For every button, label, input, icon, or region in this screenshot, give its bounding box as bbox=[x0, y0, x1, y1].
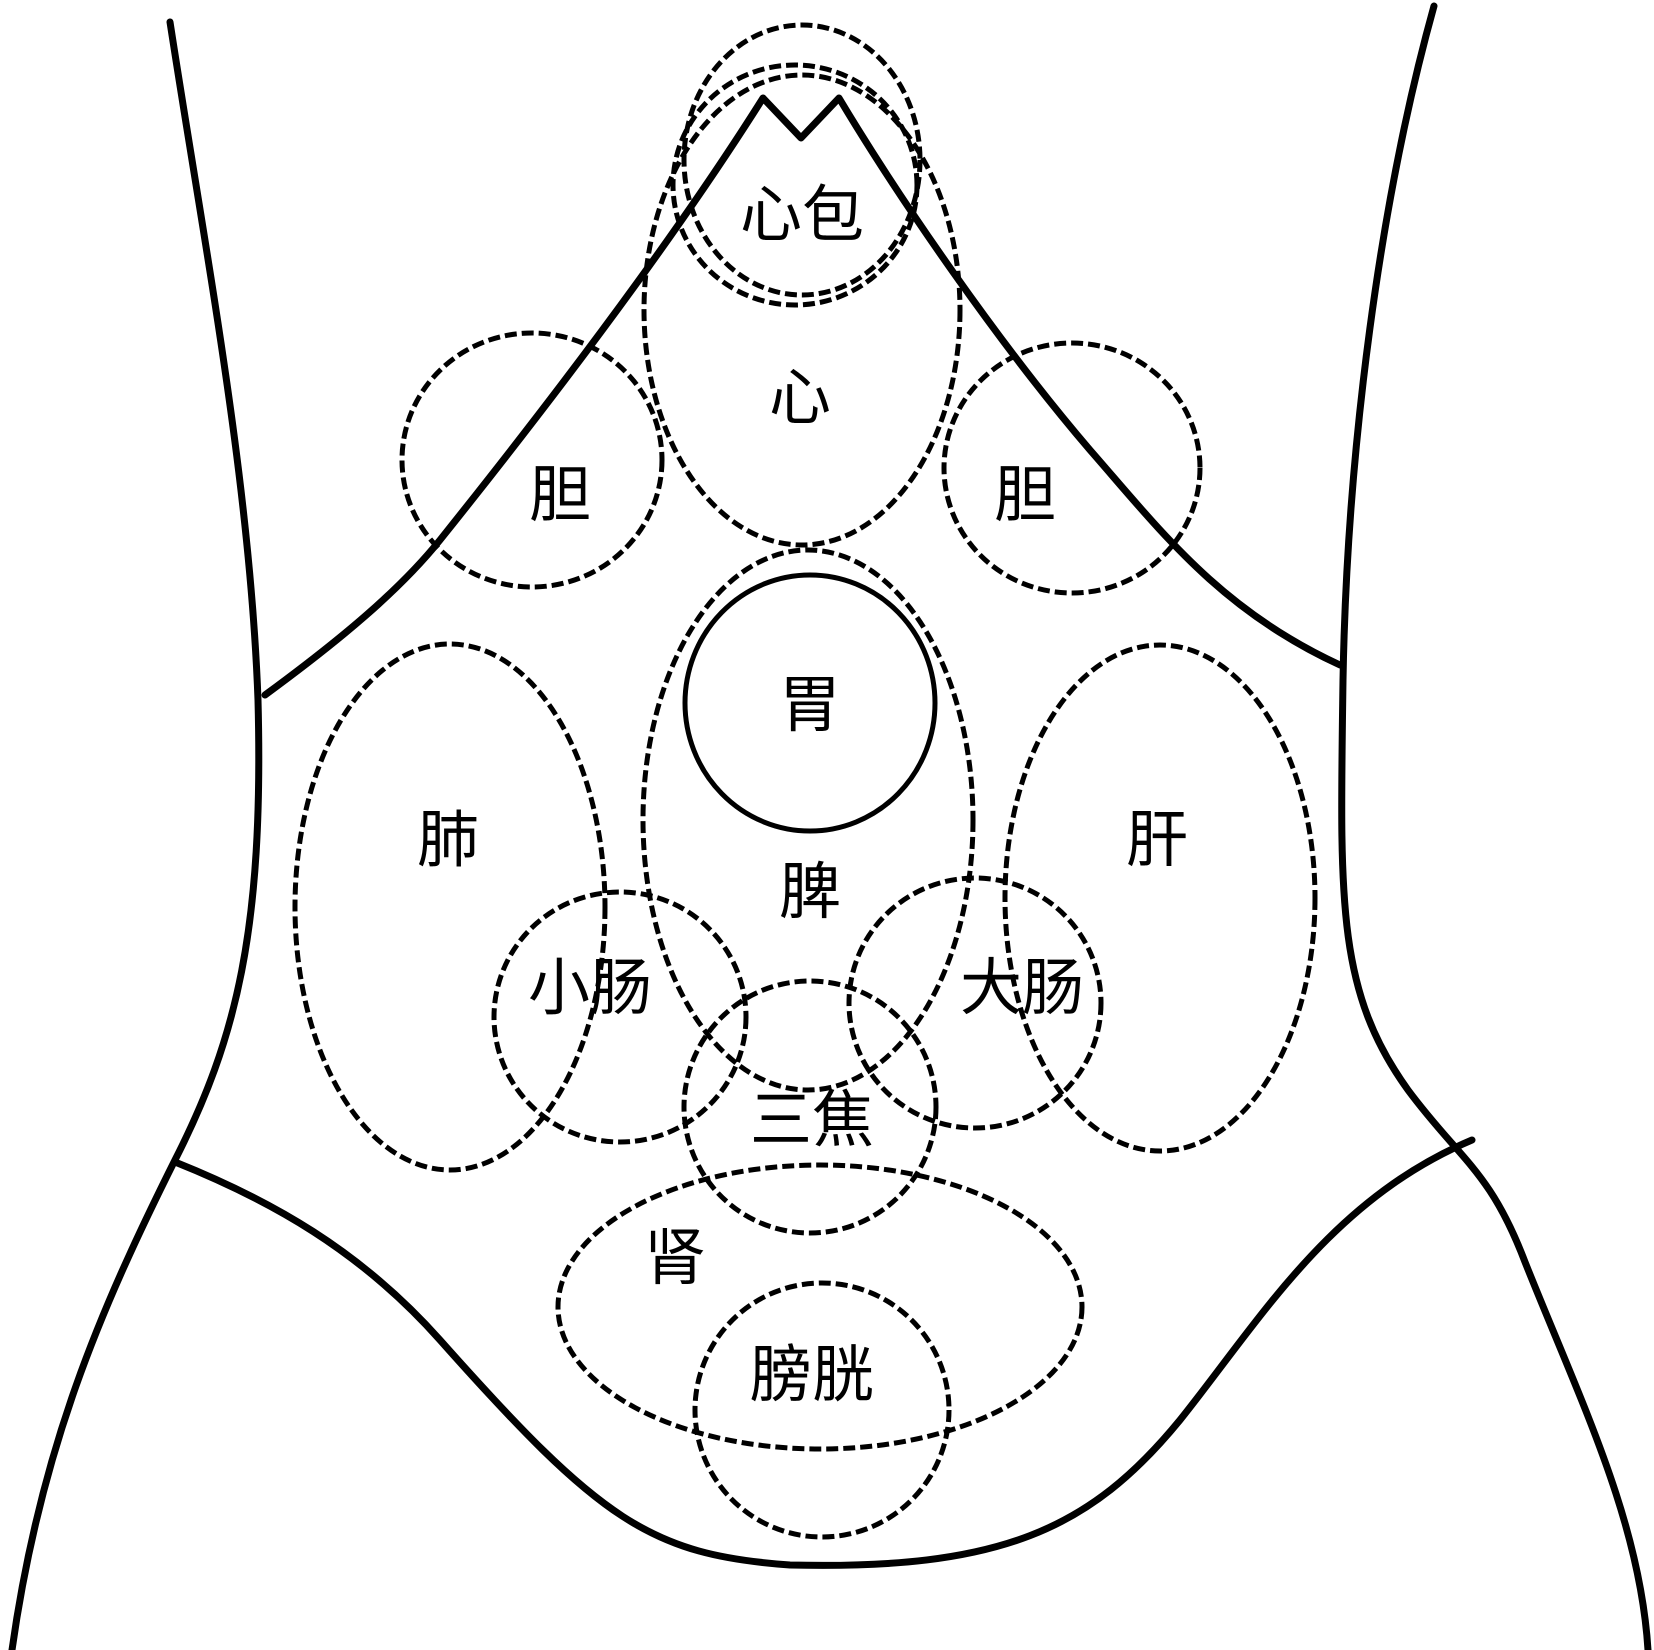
zone-heart bbox=[641, 72, 963, 548]
label-kidney: 肾 bbox=[644, 1221, 706, 1294]
label-bladder: 膀胱 bbox=[750, 1338, 874, 1411]
zone-bladder bbox=[692, 1280, 952, 1540]
label-gallbladder-left: 胆 bbox=[529, 458, 591, 531]
zone-pericardium-inner bbox=[670, 62, 920, 308]
zone-gallbladder-left bbox=[399, 330, 665, 590]
zone-lung bbox=[292, 641, 608, 1173]
zone-large-intestine bbox=[846, 875, 1104, 1131]
zone-gallbladder-right bbox=[941, 340, 1203, 596]
organ-labels: 心包 心 胆 胆 胃 肺 脾 肝 小肠 大肠 三焦 肾 膀胱 bbox=[417, 178, 1188, 1411]
label-pericardium: 心包 bbox=[740, 178, 864, 251]
label-triple-burner: 三焦 bbox=[750, 1083, 874, 1156]
zone-stomach bbox=[682, 572, 938, 834]
zone-small-intestine bbox=[491, 889, 749, 1145]
left-torso-edge bbox=[8, 18, 263, 1650]
label-spleen: 脾 bbox=[779, 855, 841, 928]
label-small-intestine: 小肠 bbox=[528, 951, 652, 1024]
pelvic-line bbox=[171, 1136, 1476, 1569]
label-gallbladder-right: 胆 bbox=[994, 458, 1056, 531]
zone-spleen bbox=[640, 547, 976, 1093]
body-outline bbox=[8, 2, 1652, 1650]
label-heart: 心 bbox=[769, 361, 831, 434]
label-lung: 肺 bbox=[417, 803, 479, 876]
right-torso-edge bbox=[1338, 2, 1652, 1650]
organ-zones bbox=[292, 22, 1318, 1540]
zone-liver bbox=[1002, 642, 1318, 1154]
label-large-intestine: 大肠 bbox=[960, 951, 1084, 1024]
zone-kidney bbox=[555, 1162, 1085, 1452]
label-stomach: 胃 bbox=[779, 668, 841, 741]
rib-cage-line bbox=[261, 94, 1344, 699]
label-liver: 肝 bbox=[1126, 803, 1188, 876]
zone-triple-burner bbox=[681, 978, 939, 1236]
zone-pericardium-outer bbox=[681, 22, 923, 298]
